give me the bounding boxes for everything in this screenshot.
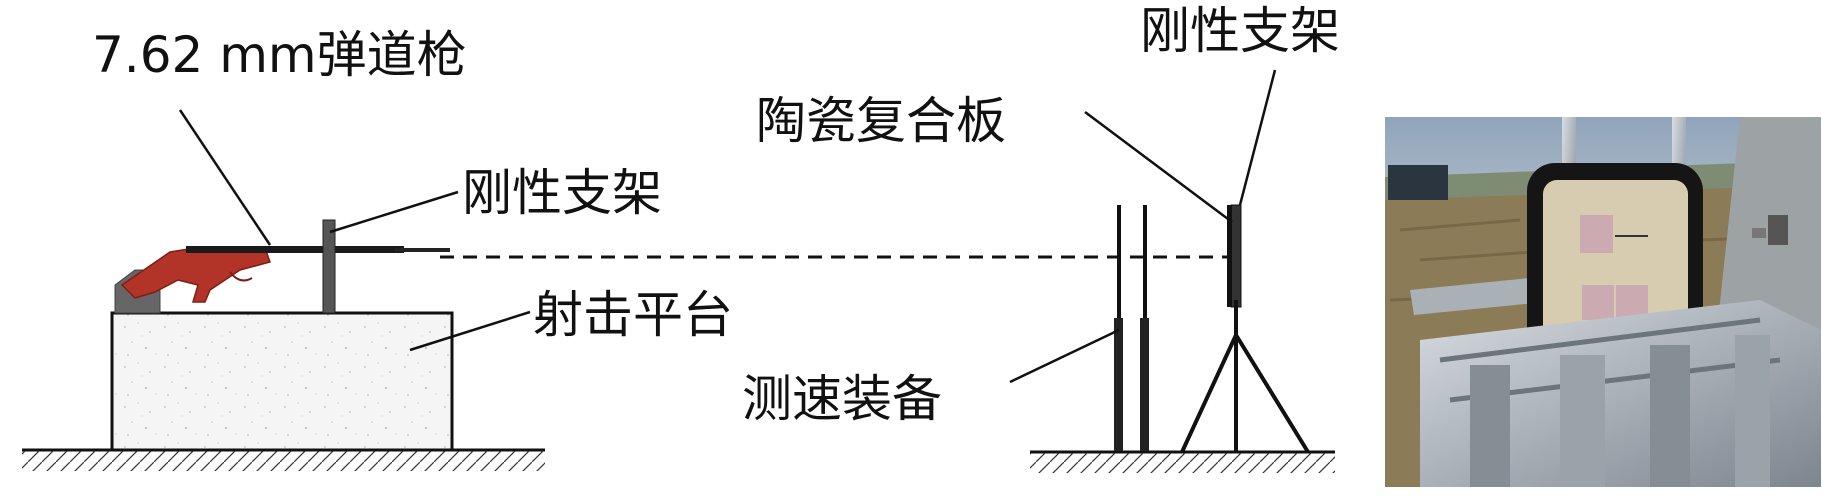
ballistic-gun-icon — [114, 246, 450, 314]
label-platform: 射击平台 — [533, 286, 733, 344]
leader-gun — [178, 109, 272, 246]
label-rigid-frame-left: 刚性支架 — [462, 164, 662, 222]
leader-plate — [1084, 110, 1233, 224]
ground-left — [22, 448, 545, 471]
ceramic-plate — [1227, 205, 1232, 307]
rigid-frame-left — [322, 219, 336, 314]
ground-right — [1030, 450, 1335, 473]
label-rigid-frame-right: 刚性支架 — [1140, 2, 1340, 60]
leader-frame-left — [329, 190, 459, 234]
label-velocity-device: 测速装备 — [742, 370, 942, 428]
leader-frame-right — [1238, 69, 1277, 206]
experiment-photo — [1385, 117, 1821, 487]
shooting-platform — [110, 311, 454, 452]
rigid-frame-right — [1180, 204, 1310, 454]
leader-platform — [409, 310, 531, 352]
label-ceramic-plate: 陶瓷复合板 — [756, 92, 1006, 150]
label-gun: 7.62 mm弹道枪 — [92, 26, 467, 84]
leader-velocity — [1009, 328, 1120, 384]
velocity-device — [1114, 205, 1149, 451]
